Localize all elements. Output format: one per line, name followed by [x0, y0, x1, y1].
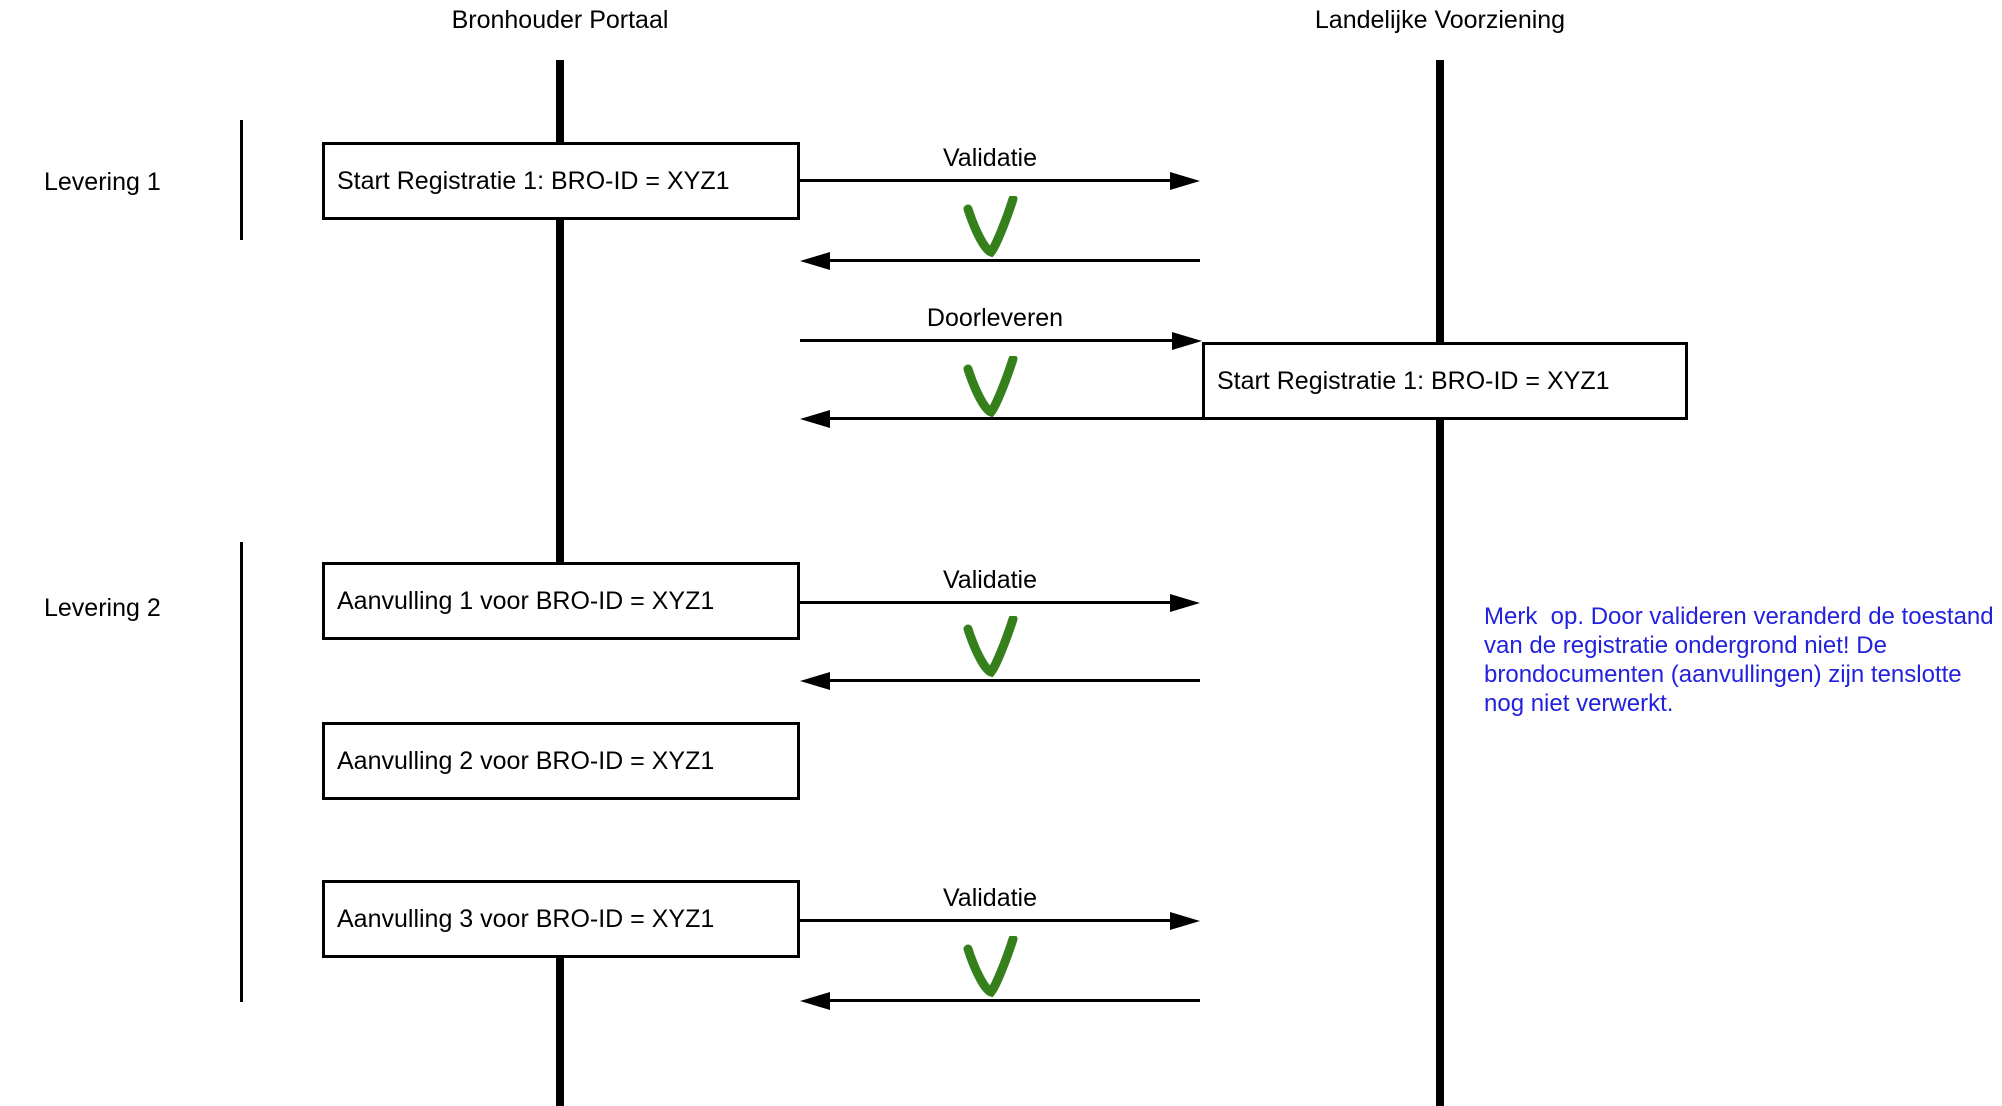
aanvulling-3-box: Aanvulling 3 voor BRO-ID = XYZ1	[322, 880, 800, 958]
validatie-3-response-arrow	[830, 999, 1200, 1002]
doorleveren-label: Doorleveren	[926, 304, 1064, 332]
arrowhead-right-icon	[1170, 594, 1200, 612]
validatie-1-response-arrow	[830, 259, 1200, 262]
validatie-3-label: Validatie	[942, 884, 1038, 912]
arrowhead-right-icon	[1172, 332, 1202, 350]
doorleveren-response-arrow	[830, 417, 1202, 420]
checkmark-stroke	[963, 196, 1018, 258]
checkmark-stroke	[963, 356, 1018, 418]
start-registratie-box-landelijke-label: Start Registratie 1: BRO-ID = XYZ1	[1217, 366, 1610, 395]
checkmark-stroke	[963, 936, 1018, 998]
note-line: van de registratie ondergrond niet! De	[1484, 632, 1887, 659]
landelijke-lifeline	[1436, 60, 1444, 1106]
start-registratie-box-landelijke: Start Registratie 1: BRO-ID = XYZ1	[1202, 342, 1688, 420]
note-line: Merk op. Door valideren veranderd de toe…	[1484, 603, 1994, 630]
start-registratie-box-bronhouder-label: Start Registratie 1: BRO-ID = XYZ1	[337, 166, 730, 195]
arrowhead-right-icon	[1170, 912, 1200, 930]
aanvulling-3-box-label: Aanvulling 3 voor BRO-ID = XYZ1	[337, 904, 715, 933]
lifeline-title-landelijke-voorziening: Landelijke Voorziening	[1314, 6, 1566, 34]
arrowhead-right-icon	[1170, 172, 1200, 190]
validatie-1-request-arrow	[800, 179, 1172, 182]
aanvulling-2-box: Aanvulling 2 voor BRO-ID = XYZ1	[322, 722, 800, 800]
aanvulling-1-box-label: Aanvulling 1 voor BRO-ID = XYZ1	[337, 586, 715, 615]
arrowhead-left-icon	[800, 992, 830, 1010]
bronhouder-lifeline-upper	[556, 60, 564, 562]
bronhouder-lifeline-lower	[556, 958, 564, 1106]
validatie-2-response-arrow	[830, 679, 1200, 682]
doorleveren-request-arrow	[800, 339, 1174, 342]
levering-1-bracket	[240, 120, 243, 240]
arrowhead-left-icon	[800, 672, 830, 690]
checkmark-stroke	[963, 616, 1018, 678]
note-line: brondocumenten (aanvullingen) zijn tensl…	[1484, 661, 1962, 688]
checkmark-icon	[963, 196, 1018, 258]
arrowhead-left-icon	[800, 252, 830, 270]
validatie-3-request-arrow	[800, 919, 1172, 922]
levering-1-label: Levering 1	[44, 168, 161, 196]
aanvulling-1-box: Aanvulling 1 voor BRO-ID = XYZ1	[322, 562, 800, 640]
levering-2-bracket	[240, 542, 243, 1002]
checkmark-icon	[963, 616, 1018, 678]
note-line: nog niet verwerkt.	[1484, 690, 1674, 717]
validatie-2-label: Validatie	[942, 566, 1038, 594]
start-registratie-box-bronhouder: Start Registratie 1: BRO-ID = XYZ1	[322, 142, 800, 220]
note-text: Merk op. Door valideren veranderd de toe…	[1484, 602, 1994, 718]
validatie-1-label: Validatie	[942, 144, 1038, 172]
arrowhead-left-icon	[800, 410, 830, 428]
validatie-2-request-arrow	[800, 601, 1172, 604]
checkmark-icon	[963, 936, 1018, 998]
lifeline-title-bronhouder-portaal: Bronhouder Portaal	[451, 6, 669, 34]
levering-2-label: Levering 2	[44, 594, 161, 622]
checkmark-icon	[963, 356, 1018, 418]
aanvulling-2-box-label: Aanvulling 2 voor BRO-ID = XYZ1	[337, 746, 715, 775]
